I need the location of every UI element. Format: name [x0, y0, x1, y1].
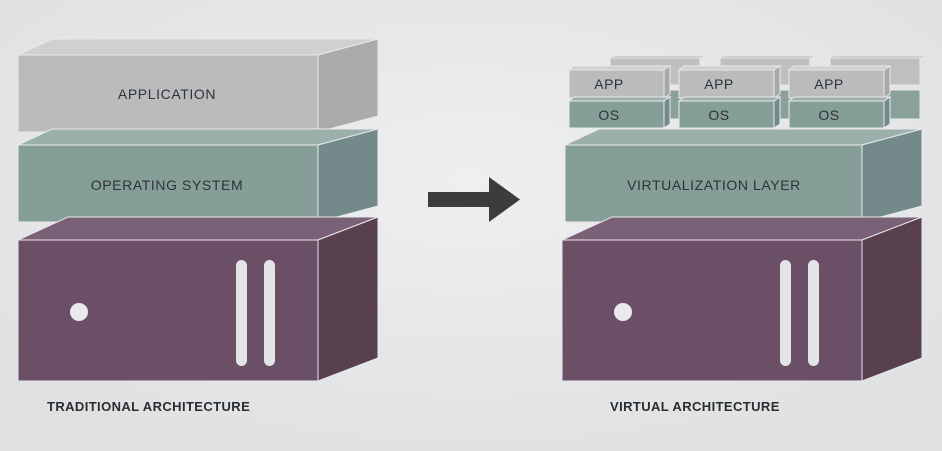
application-layer: APPLICATION [17, 38, 379, 133]
vm-os-label: OS [708, 107, 729, 123]
virtualization-layer: VIRTUALIZATION LAYER [564, 128, 923, 223]
vm-os-label: OS [598, 107, 619, 123]
vm-app-label: APP [704, 76, 734, 92]
application-label: APPLICATION [118, 86, 216, 102]
power-indicator [614, 303, 632, 321]
power-indicator [70, 303, 88, 321]
vm-stack: APP OS [787, 65, 892, 129]
drive-slot [780, 260, 791, 366]
virtualization-label: VIRTUALIZATION LAYER [627, 177, 801, 193]
vm-app-label: APP [594, 76, 624, 92]
vm-stack: APP OS [567, 65, 672, 129]
operating-system-label: OPERATING SYSTEM [91, 177, 243, 193]
traditional-architecture: APPLICATION OPERATING SYSTEM TRADITIONAL… [17, 38, 379, 414]
vm-app-label: APP [814, 76, 844, 92]
drive-slot [264, 260, 275, 366]
vm-stack: APP OS [677, 65, 782, 129]
drive-slot [808, 260, 819, 366]
virtual-architecture: APP OS APP OS APP OS [561, 56, 924, 414]
transition-arrow [428, 177, 520, 222]
operating-system-layer: OPERATING SYSTEM [17, 128, 379, 223]
virtual-caption: VIRTUAL ARCHITECTURE [610, 399, 780, 414]
drive-slot [236, 260, 247, 366]
traditional-caption: TRADITIONAL ARCHITECTURE [47, 399, 250, 414]
hardware-server [561, 216, 923, 382]
hardware-server [17, 216, 379, 382]
vm-os-label: OS [818, 107, 839, 123]
